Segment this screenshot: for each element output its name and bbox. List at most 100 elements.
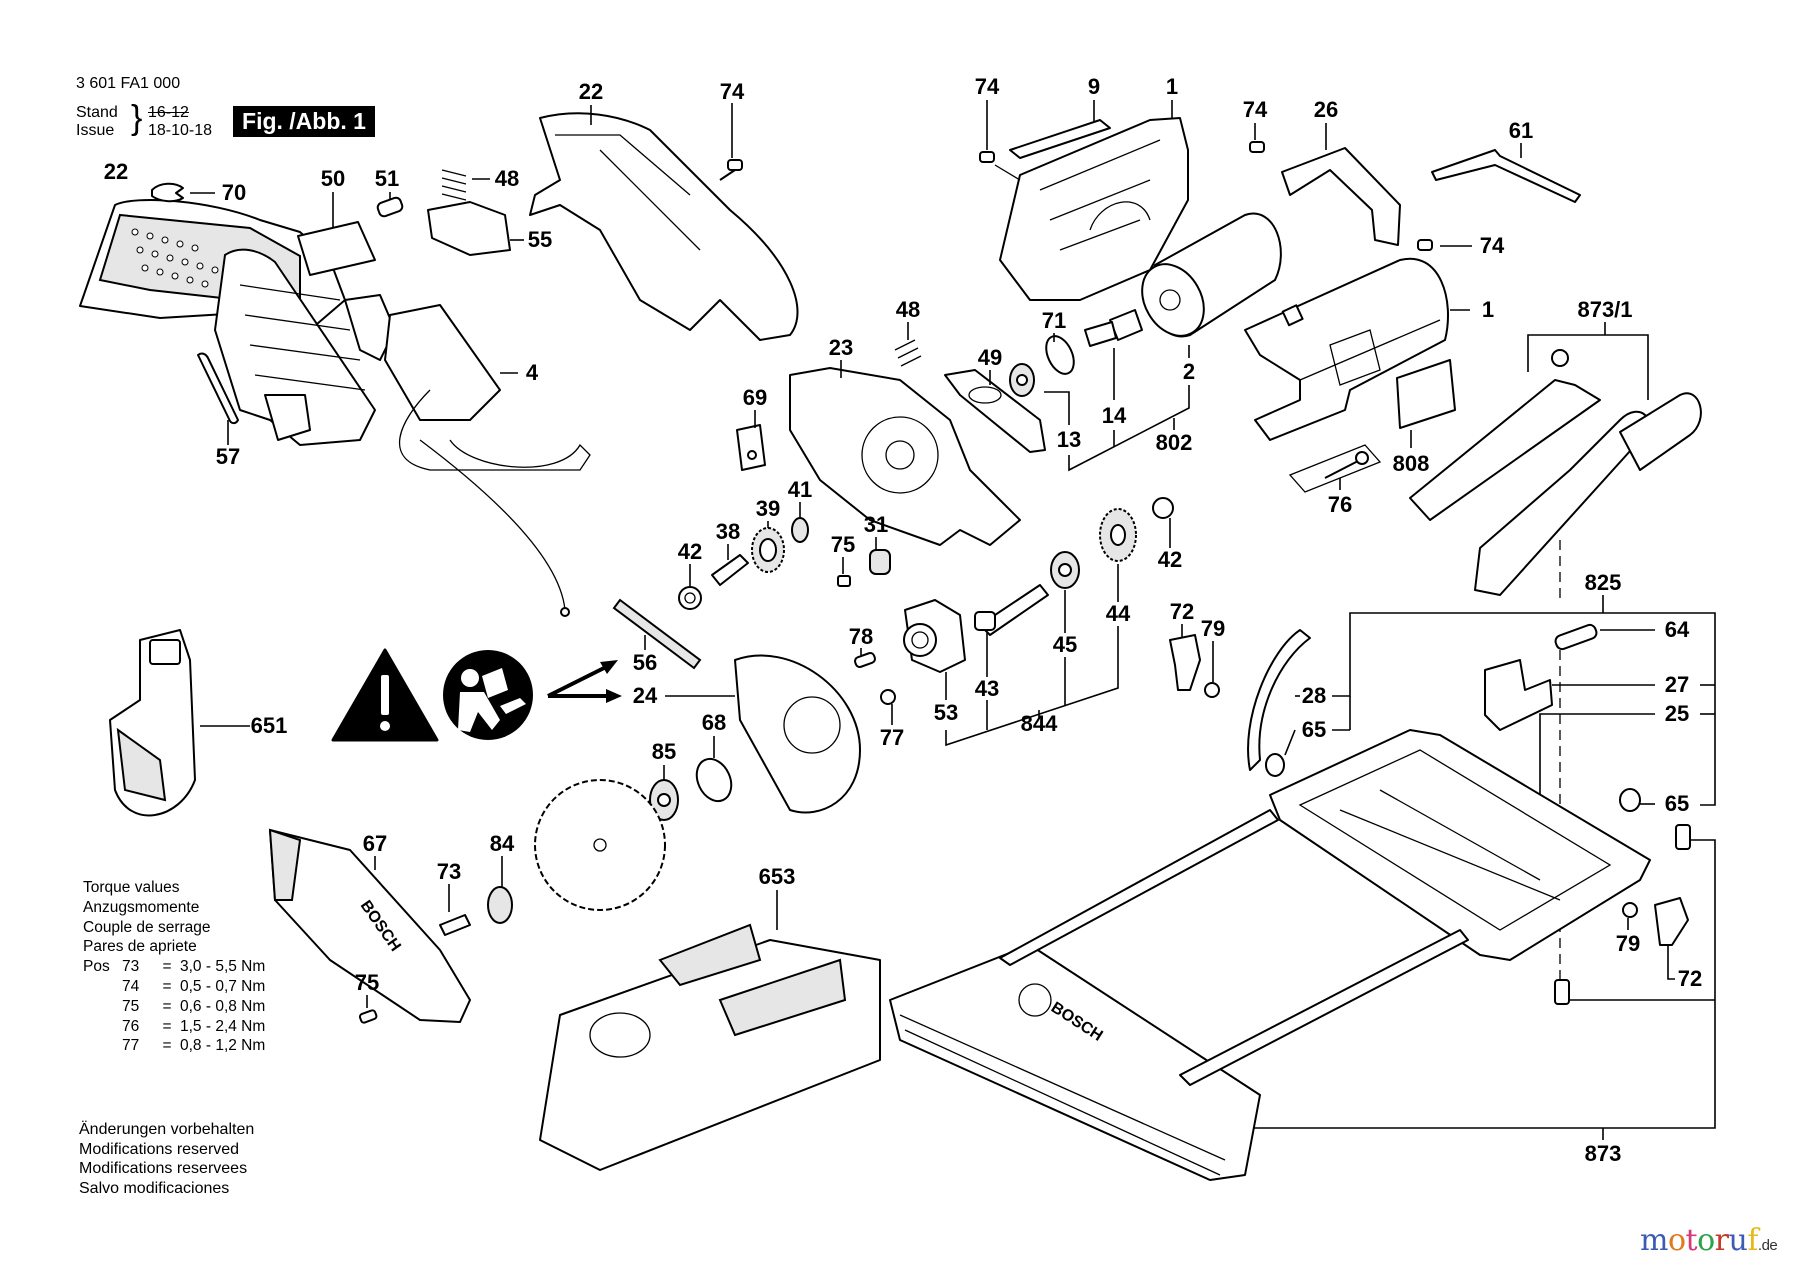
torque-value: 0,8 - 1,2 Nm — [180, 1037, 266, 1055]
callout-68: 68 — [701, 710, 727, 735]
part-screws-base — [1175, 824, 1716, 1129]
torque-eq: = — [162, 1037, 172, 1055]
modifications-es: Salvo modificaciones — [79, 1179, 230, 1197]
watermark-letter: o — [1697, 1223, 1715, 1258]
watermark-letter: o — [1667, 1223, 1686, 1258]
part-49-lever — [944, 369, 1046, 453]
part-38-shaft — [711, 544, 749, 586]
callout-48: 48 — [494, 166, 520, 191]
part-76-screw — [1288, 444, 1382, 493]
part-808-label — [1396, 359, 1456, 448]
callout-85: 85 — [651, 739, 677, 764]
callout-25: 25 — [1664, 701, 1690, 726]
part-24-lower-guard — [665, 654, 861, 814]
old-date: 16-12 — [148, 104, 189, 121]
callout-72: 72 — [1677, 966, 1703, 991]
callout-78: 78 — [848, 624, 874, 649]
part-base-plate — [1269, 729, 1651, 961]
part-73-bolt — [439, 884, 471, 936]
callout-61: 61 — [1508, 118, 1534, 143]
callout-74: 74 — [974, 74, 1000, 99]
part-72-knob-b — [1654, 897, 1689, 980]
part-50-cover — [297, 192, 376, 276]
callout-53: 53 — [933, 700, 959, 725]
callout-27: 27 — [1664, 672, 1690, 697]
callout-43: 43 — [974, 676, 1000, 701]
part-42-nut-b — [1152, 497, 1174, 548]
callout-825: 825 — [1584, 570, 1622, 595]
callout-844: 844 — [1020, 711, 1058, 736]
part-26-bracket — [1281, 123, 1401, 246]
torque-values-table: Torque values Anzugsmomente Couple de se… — [83, 878, 265, 1056]
part-651-battery — [109, 629, 250, 817]
watermark-logo: motoruf.de — [1640, 1223, 1778, 1262]
callout-76: 76 — [1327, 492, 1353, 517]
warning-triangle-icon — [331, 648, 439, 742]
callout-57: 57 — [215, 444, 241, 469]
callout-44: 44 — [1105, 601, 1131, 626]
callout-22: 22 — [578, 79, 604, 104]
callout-77: 77 — [879, 725, 905, 750]
callout-45: 45 — [1052, 632, 1078, 657]
part-saw-blade — [534, 779, 666, 911]
torque-pos: 77 — [122, 1037, 140, 1055]
callout-39: 39 — [755, 496, 781, 521]
watermark-tld: .de — [1757, 1237, 1778, 1254]
torque-pos: 75 — [122, 997, 140, 1015]
part-69-plate — [736, 410, 766, 471]
callout-41: 41 — [787, 477, 813, 502]
callout-64: 64 — [1664, 617, 1690, 642]
part-72-knob-a — [1169, 624, 1201, 691]
part-56-spring-long — [612, 598, 702, 670]
part-74-screw-b — [979, 100, 1021, 181]
watermark-letter: f — [1747, 1223, 1758, 1258]
modifications-en: Modifications reserved — [79, 1140, 240, 1158]
part-1-motor-cover — [1244, 257, 1470, 441]
callout-55: 55 — [527, 227, 553, 252]
part-48-spring — [441, 169, 490, 201]
callout-802: 802 — [1155, 430, 1193, 455]
arrows-to-56-24 — [547, 660, 622, 703]
bracket-844 — [945, 626, 1119, 747]
part-653-charger — [539, 890, 881, 1171]
torque-row: 75 = 0,6 - 0,8 Nm — [83, 997, 265, 1017]
part-23-gear-housing — [789, 360, 1021, 546]
part-53-flange — [903, 599, 966, 700]
torque-title-en: Torque values — [83, 879, 180, 896]
part-number: 3 601 FA1 000 — [76, 75, 181, 92]
part-84-flange — [487, 856, 513, 924]
callout-873: 873 — [1584, 1141, 1622, 1166]
part-4-switch — [344, 294, 591, 617]
callout-65: 65 — [1664, 791, 1690, 816]
torque-value: 3,0 - 5,5 Nm — [180, 958, 266, 976]
callout-75: 75 — [830, 532, 856, 557]
part-873-parallel-fence: BOSCH — [889, 809, 1604, 1181]
callout-74: 74 — [719, 79, 745, 104]
brace-symbol: } — [131, 99, 143, 137]
callout-42: 42 — [1157, 547, 1183, 572]
callout-873-1: 873/1 — [1577, 297, 1633, 322]
part-70-clip — [151, 182, 215, 203]
part-74-screw-a — [719, 103, 743, 181]
callout-653: 653 — [758, 864, 796, 889]
part-22-upper-guard — [529, 105, 799, 341]
part-71-ring — [1045, 333, 1075, 375]
modifications-de: Änderungen vorbehalten — [79, 1121, 255, 1138]
torque-row: 74 = 0,5 - 0,7 Nm — [83, 977, 265, 997]
callout-14: 14 — [1101, 403, 1127, 428]
callout-79: 79 — [1615, 931, 1641, 956]
callout-26: 26 — [1313, 97, 1339, 122]
torque-pos: 74 — [122, 977, 140, 995]
callout-1: 1 — [1165, 74, 1179, 99]
callout-48: 48 — [895, 297, 921, 322]
part-74-screw-d — [1417, 239, 1472, 251]
callout-50: 50 — [320, 166, 346, 191]
part-873-1-dust-adapter — [1409, 322, 1702, 600]
callout-808: 808 — [1392, 451, 1430, 476]
watermark-letter: u — [1728, 1223, 1748, 1258]
callout-56: 56 — [632, 650, 658, 675]
callout-28: 28 — [1301, 683, 1327, 708]
callout-4: 4 — [525, 360, 539, 385]
torque-pos: 73 — [122, 958, 140, 976]
part-28-riving-knife — [1247, 629, 1311, 771]
